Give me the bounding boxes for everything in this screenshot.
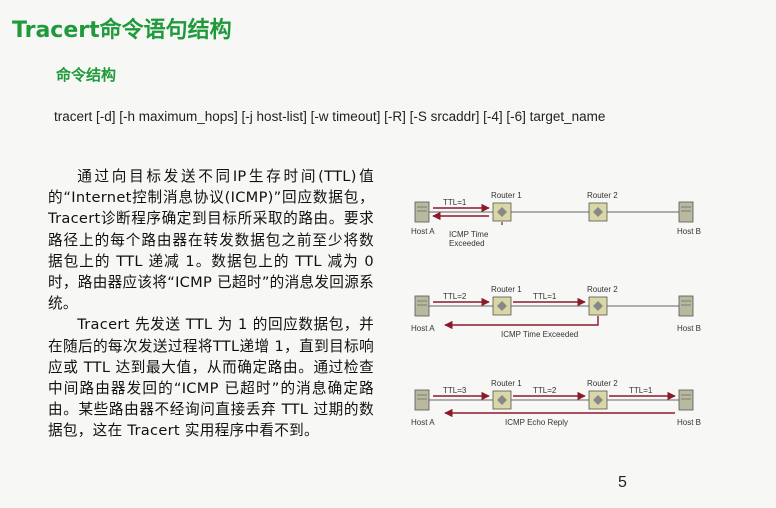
host-b-label: Host B (677, 418, 701, 427)
reply-label-line-2: Exceeded (449, 239, 485, 248)
section-subtitle: 命令结构 (56, 66, 117, 84)
router-1-icon (492, 390, 512, 410)
reply-label: ICMP Time Exceeded (501, 330, 578, 339)
host-a-label: Host A (411, 418, 435, 427)
router-2-icon (588, 390, 608, 410)
diagram-row-2: Router 1 Router 2 Host A Host B TTL=2 TT… (411, 285, 701, 339)
router-2-label: Router 2 (587, 191, 618, 200)
reply-label: ICMP Time Exceeded (449, 230, 491, 248)
router-2-icon (588, 296, 608, 316)
ttl-label: TTL=1 (533, 292, 557, 301)
ttl-label: TTL=1 (629, 386, 653, 395)
reply-label: ICMP Echo Reply (505, 418, 568, 427)
slide-title: Tracert命令语句结构 (12, 18, 232, 43)
host-a-icon (414, 389, 430, 411)
host-b-icon (678, 201, 694, 223)
router-2-label: Router 2 (587, 379, 618, 388)
router-1-label: Router 1 (491, 191, 522, 200)
reply-label-line-1: ICMP Time (449, 230, 489, 239)
host-a-label: Host A (411, 227, 435, 236)
host-a-icon (414, 201, 430, 223)
ttl-label: TTL=1 (443, 198, 467, 207)
host-b-label: Host B (677, 324, 701, 333)
paragraph-1: 通过向目标发送不同IP生存时间(TTL)值的“Internet控制消息协议(IC… (48, 168, 374, 313)
host-b-icon (678, 295, 694, 317)
tracert-diagram: Router 1 Router 2 Host A Host B TTL=1 IC… (411, 191, 701, 427)
router-1-label: Router 1 (491, 285, 522, 294)
host-b-label: Host B (677, 227, 701, 236)
router-2-icon (588, 202, 608, 222)
router-2-label: Router 2 (587, 285, 618, 294)
router-1-icon (492, 296, 512, 316)
host-a-icon (414, 295, 430, 317)
paragraph-2: Tracert 先发送 TTL 为 1 的回应数据包，并在随后的每次发送过程将T… (48, 316, 374, 440)
description-text: 通过向目标发送不同IP生存时间(TTL)值的“Internet控制消息协议(IC… (48, 166, 374, 442)
router-1-icon (492, 202, 512, 222)
diagram-row-3: Router 1 Router 2 Host A Host B TTL=3 TT… (411, 379, 701, 427)
ttl-label: TTL=2 (533, 386, 557, 395)
ttl-label: TTL=2 (443, 292, 467, 301)
router-1-label: Router 1 (491, 379, 522, 388)
page-number: 5 (618, 474, 627, 491)
command-syntax: tracert [-d] [-h maximum_hops] [-j host-… (54, 109, 606, 124)
diagram-row-1: Router 1 Router 2 Host A Host B TTL=1 IC… (411, 191, 701, 248)
host-b-icon (678, 389, 694, 411)
ttl-label: TTL=3 (443, 386, 467, 395)
host-a-label: Host A (411, 324, 435, 333)
